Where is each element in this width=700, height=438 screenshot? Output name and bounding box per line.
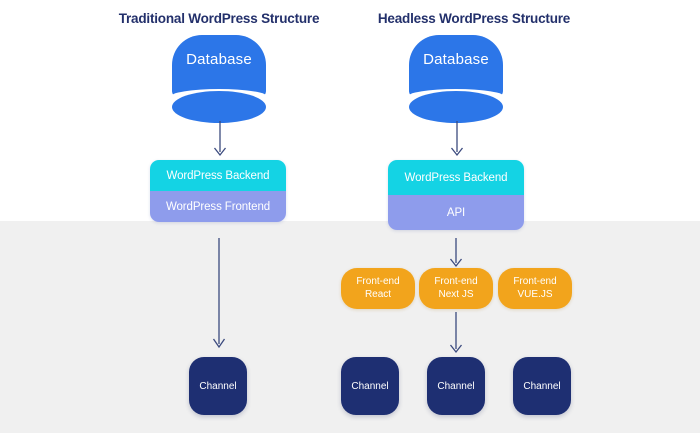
channel-label: Channel bbox=[437, 380, 475, 392]
page-title-headless: Headless WordPress Structure bbox=[377, 11, 571, 26]
wordpress-backend-label: WordPress Backend bbox=[388, 160, 524, 195]
wordpress-backend-label: WordPress Backend bbox=[150, 160, 286, 191]
channel-label: Channel bbox=[199, 380, 237, 392]
database-node-headless: Database bbox=[407, 35, 505, 123]
database-cylinder-body bbox=[172, 35, 266, 97]
arrow-frontend-to-channel-traditional bbox=[211, 238, 227, 350]
frontend-line-1: Front-end bbox=[513, 276, 557, 287]
frontend-node-vuejs: Front-end VUE.JS bbox=[498, 268, 572, 309]
frontend-node-nextjs: Front-end Next JS bbox=[419, 268, 493, 309]
frontend-line-2: React bbox=[364, 288, 392, 300]
frontend-line-1: Front-end bbox=[356, 276, 400, 287]
frontend-line-2: Next JS bbox=[438, 288, 474, 300]
page-title-traditional: Traditional WordPress Structure bbox=[118, 11, 320, 26]
frontend-node-react: Front-end React bbox=[341, 268, 415, 309]
database-cylinder-base bbox=[172, 91, 266, 123]
channel-node-traditional: Channel bbox=[189, 357, 247, 415]
database-cylinder-base bbox=[409, 91, 503, 123]
database-label: Database bbox=[186, 51, 252, 68]
database-node-traditional: Database bbox=[170, 35, 268, 123]
api-label: API bbox=[388, 195, 524, 230]
wordpress-stack-headless: WordPress Backend API bbox=[388, 160, 524, 230]
channel-node-2: Channel bbox=[427, 357, 485, 415]
frontend-line-2: VUE.JS bbox=[517, 288, 553, 300]
database-cylinder-body bbox=[409, 35, 503, 97]
arrow-database-to-backend-traditional bbox=[212, 121, 228, 158]
channel-node-3: Channel bbox=[513, 357, 571, 415]
channel-node-1: Channel bbox=[341, 357, 399, 415]
wordpress-stack-traditional: WordPress Backend WordPress Frontend bbox=[150, 160, 286, 222]
channel-label: Channel bbox=[523, 380, 561, 392]
arrow-frontends-to-channels bbox=[448, 312, 464, 356]
frontend-line-1: Front-end bbox=[434, 276, 478, 287]
channel-label: Channel bbox=[351, 380, 389, 392]
arrow-database-to-backend-headless bbox=[449, 121, 465, 158]
wordpress-frontend-label: WordPress Frontend bbox=[150, 191, 286, 222]
arrow-api-to-frontends bbox=[448, 238, 464, 270]
database-label: Database bbox=[423, 51, 489, 68]
